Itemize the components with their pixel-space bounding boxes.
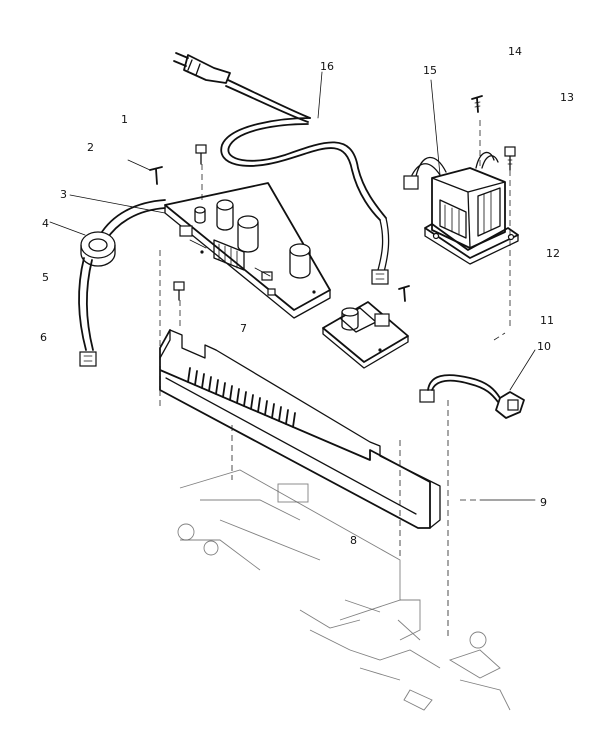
callout-13: 13 [560,91,574,104]
callout-10: 10 [537,340,551,353]
callout-3: 3 [60,188,67,201]
filter-circuit-board [322,301,409,369]
callout-14: 14 [508,45,522,58]
callout-15: 15 [423,64,437,77]
leader-lines [49,71,536,501]
wire-harness-with-ferrite-core [78,199,166,367]
callout-11: 11 [540,314,554,327]
screw-2 [149,166,163,185]
power-cord-with-plug [173,52,390,285]
screw-7 [173,281,185,301]
assembly-lines [159,120,511,640]
chassis-base [177,469,511,711]
power-switch-with-leads [419,374,525,419]
callout-6: 6 [40,331,47,344]
callout-labels: 1 2 3 4 5 6 7 8 9 10 11 12 13 14 15 16 [40,45,574,547]
callout-5: 5 [42,271,49,284]
callout-9: 9 [540,496,547,509]
callout-12: 12 [546,247,560,260]
callout-7: 7 [240,322,247,335]
screw-14 [471,95,483,113]
screw-1 [195,144,207,165]
vent-slots [187,367,296,428]
callout-1: 1 [121,113,128,126]
transformer [403,151,519,265]
screw-13 [504,146,516,171]
callout-4: 4 [42,217,49,230]
callout-2: 2 [87,141,94,154]
callout-16: 16 [320,60,334,73]
callout-8: 8 [350,534,357,547]
screw-center [398,285,410,302]
front-vent-panel [159,329,441,529]
power-circuit-board [164,182,331,319]
